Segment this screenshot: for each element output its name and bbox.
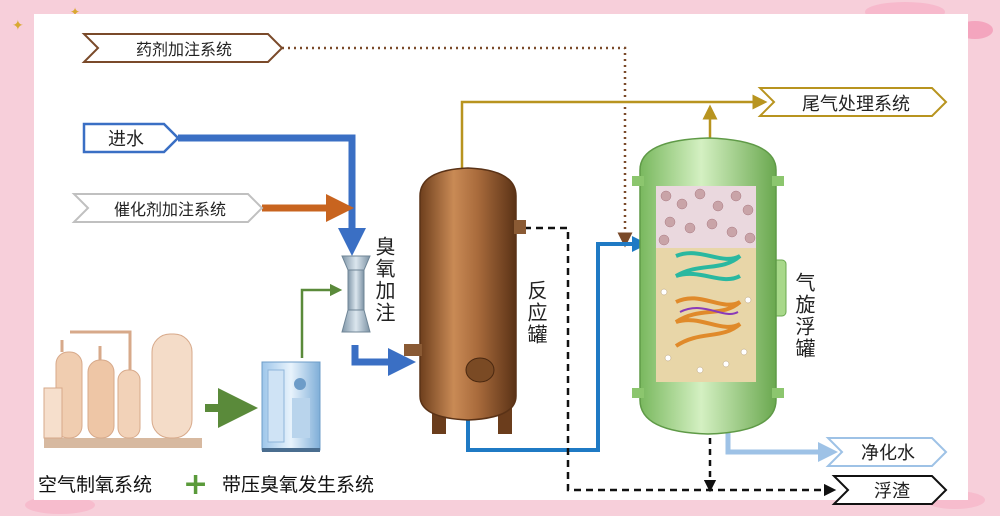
- dosing-flow-line: [282, 46, 633, 248]
- reactor-tank: [404, 167, 526, 434]
- catalyst-label: 催化剂加注系统: [114, 200, 226, 219]
- clean-water-label: 净化水: [861, 443, 915, 464]
- ozone-injection-label: 臭氧加注: [372, 236, 396, 324]
- scum-label: 浮渣: [874, 481, 910, 502]
- catalyst-tag: 催化剂加注系统: [71, 193, 264, 223]
- offgas-label: 尾气处理系统: [802, 94, 910, 115]
- offgas-tag: 尾气处理系统: [757, 87, 948, 117]
- dosing-label: 药剂加注系统: [136, 40, 232, 59]
- ozone-injector: [341, 255, 371, 333]
- oxygen-system-label: 空气制氧系统: [38, 474, 152, 496]
- scum-tag: 浮渣: [831, 475, 948, 505]
- oxygen-system-equipment: [43, 330, 202, 448]
- ozone-generator-label: 带压臭氧发生系统: [222, 474, 374, 496]
- inlet-label: 进水: [108, 129, 144, 150]
- clean-water-line: [725, 430, 838, 462]
- reactor-label: 反应罐: [524, 280, 548, 346]
- offgas-flow-line: [460, 94, 768, 168]
- clean-water-tag: 净化水: [825, 437, 948, 467]
- reactor-to-flotation-line: [466, 236, 648, 452]
- injector-to-reactor-line: [351, 345, 416, 376]
- ozone-feed-line: [300, 283, 343, 358]
- dosing-tag: 药剂加注系统: [81, 33, 284, 63]
- svg-text:✦: ✦: [70, 5, 80, 19]
- ozone-generator-equipment: [261, 361, 321, 452]
- scum-line-reactor: [524, 226, 837, 497]
- inlet-tag: 进水: [82, 122, 180, 154]
- svg-text:✦: ✦: [12, 18, 24, 34]
- flotation-tank: [632, 137, 787, 435]
- flotation-label: 气旋浮罐: [792, 272, 816, 360]
- plus-sign: +: [183, 467, 208, 502]
